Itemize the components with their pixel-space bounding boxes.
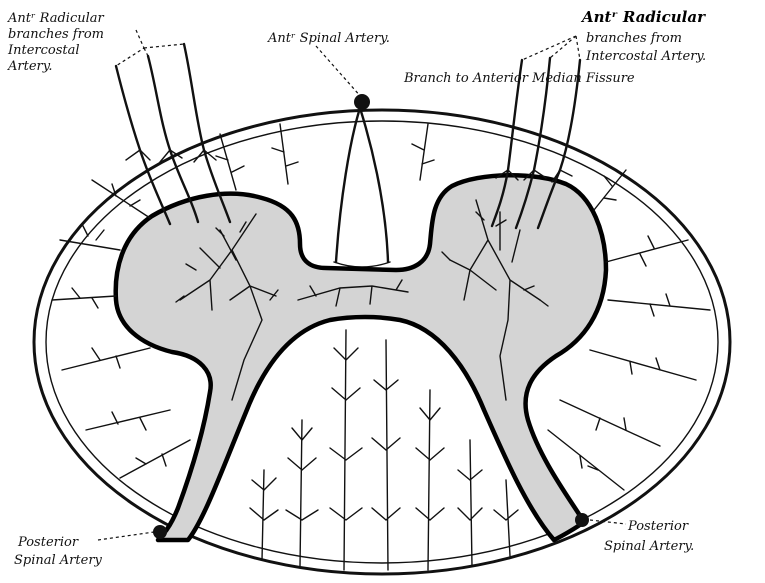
label-branch-median-fissure: Branch to Anterior Median Fissure (403, 71, 635, 86)
cord-outline (34, 110, 730, 574)
anterior-spinal-artery-node (354, 94, 370, 110)
posterior-spinal-artery-node-left (153, 525, 167, 539)
label-ant-spinal-artery: Antʳ Spinal Artery. (267, 31, 390, 46)
label-ant-radicular-right: Antʳ Radicular branches from Intercostal… (580, 8, 709, 64)
label-posterior-spinal-left: Posterior Spinal Artery (14, 535, 103, 568)
label-ant-radicular-left: Antʳ Radicular branches from Intercostal… (7, 11, 108, 74)
posterior-spinal-artery-node-right (575, 513, 589, 527)
label-posterior-spinal-right: Posterior Spinal Artery. (604, 519, 694, 554)
grey-matter (116, 175, 606, 540)
anterior-median-fissure (336, 108, 388, 262)
